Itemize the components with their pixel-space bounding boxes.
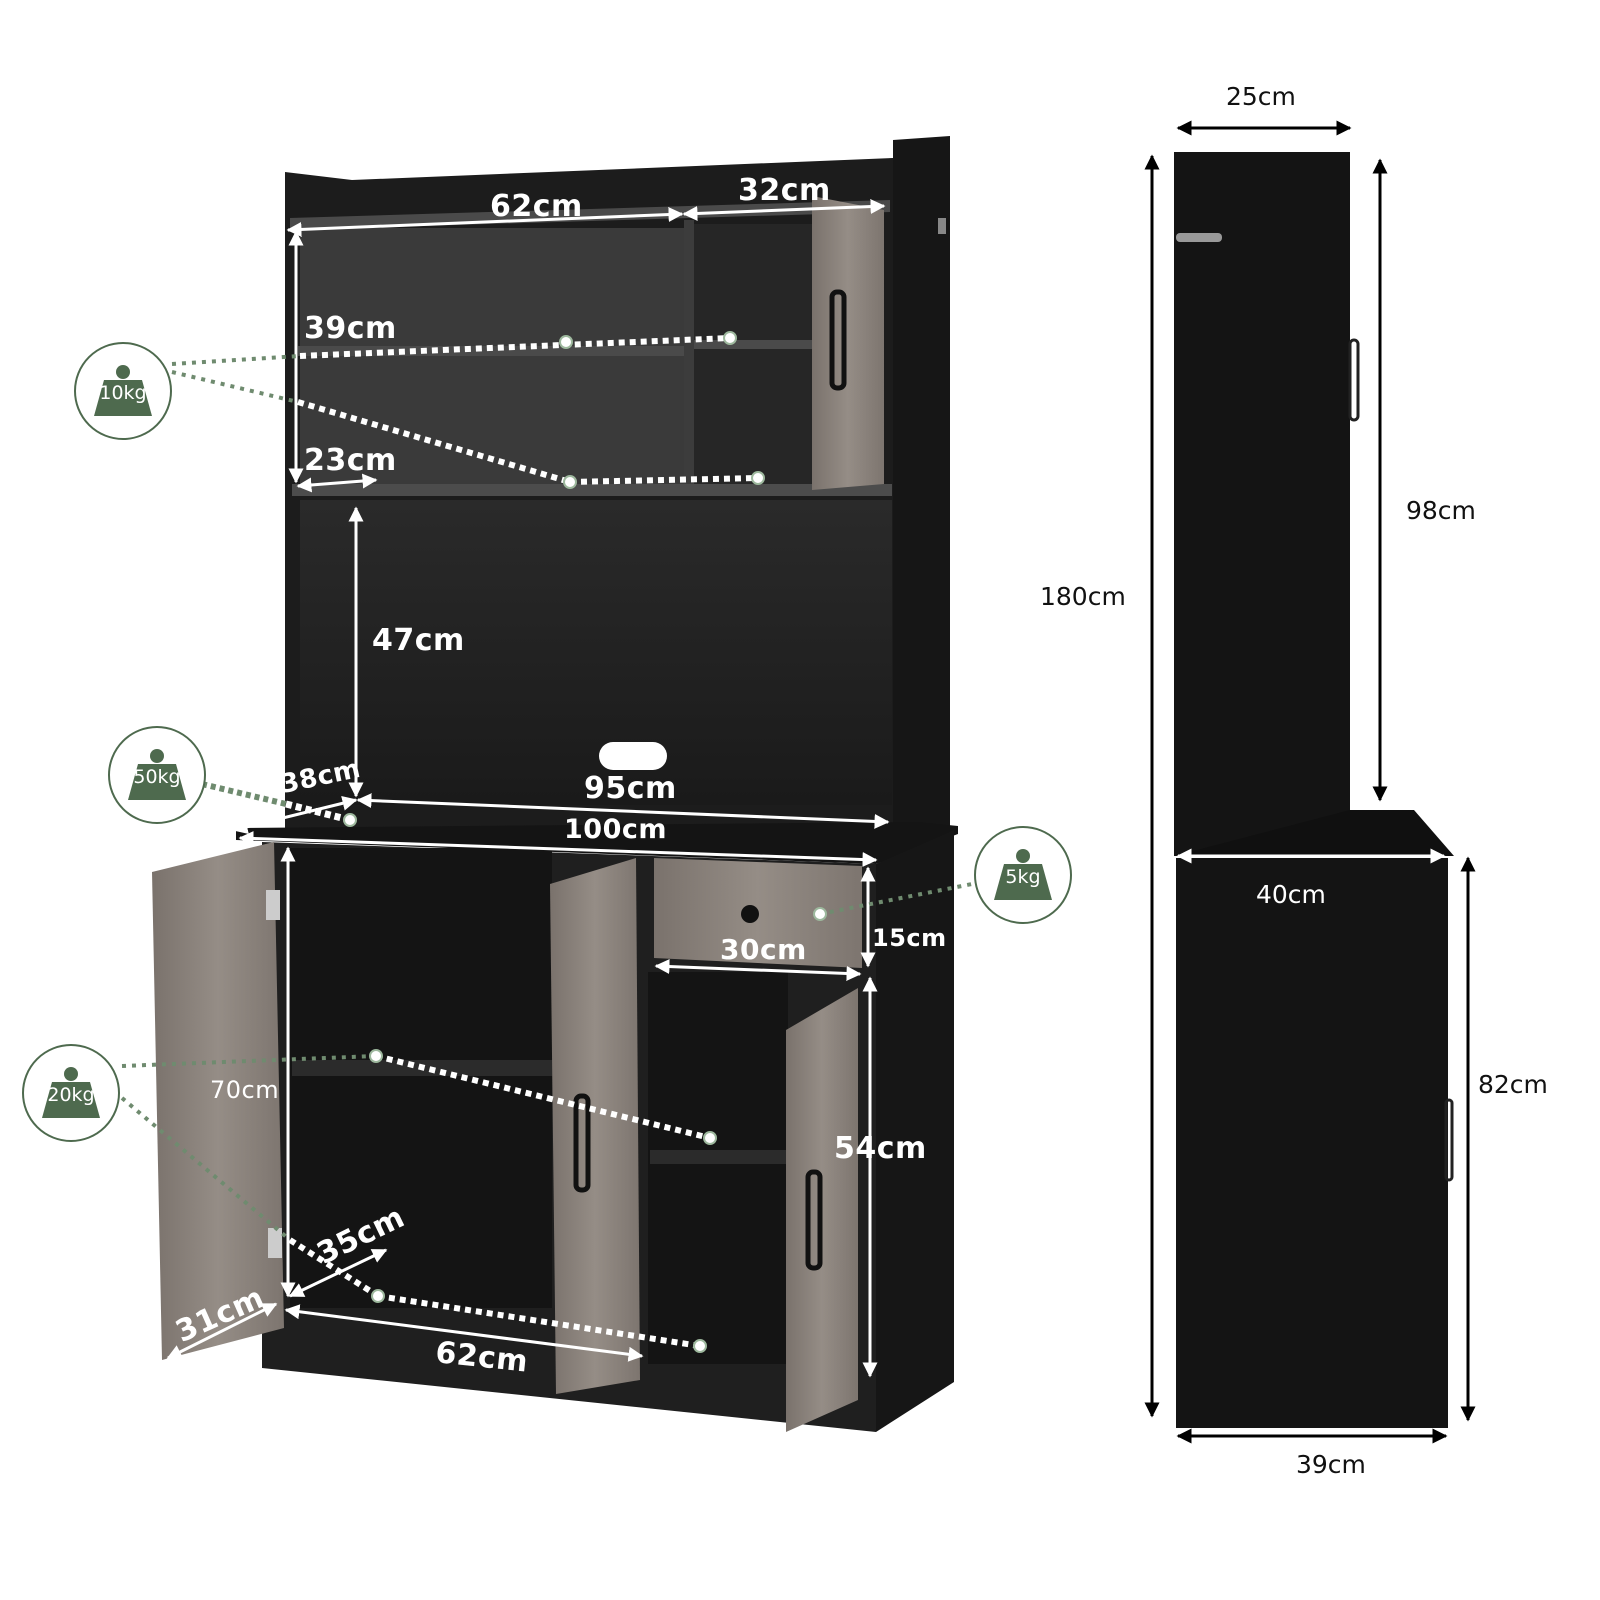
base-door-middle	[550, 858, 640, 1394]
callout-dot	[693, 1339, 707, 1353]
cable-hole	[599, 742, 667, 770]
callout-20kg-a	[121, 1054, 377, 1068]
front-dimension-lines	[166, 199, 890, 1378]
label-side-top-depth: 25cm	[1226, 82, 1296, 111]
load-badge-label: 10kg	[99, 382, 147, 404]
callout-dot	[343, 813, 357, 827]
load-badge-50kg: 50kg	[108, 726, 206, 824]
dim-30-h	[654, 959, 862, 981]
base-door-right-handle	[805, 1169, 823, 1271]
load-badge-label: 20kg	[47, 1084, 95, 1106]
front-cabinet	[152, 136, 958, 1432]
wall-hook	[938, 218, 946, 234]
door-hinge-top	[266, 890, 280, 920]
side-view	[1174, 152, 1454, 1428]
callout-dot	[723, 331, 737, 345]
label-counter-width: 95cm	[584, 771, 677, 806]
dim-32-top	[682, 199, 886, 221]
dim-95-h	[356, 793, 890, 829]
weight-icon	[94, 365, 152, 416]
label-shelf-height-upper: 39cm	[304, 311, 397, 346]
side-hutch-handle	[1348, 338, 1360, 422]
dim-62-bottom	[284, 1304, 644, 1362]
callout-dot	[813, 907, 827, 921]
side-base	[1176, 858, 1448, 1428]
callout-dot	[703, 1131, 717, 1145]
label-side-base-height: 82cm	[1478, 1070, 1548, 1099]
load-badge-label: 5kg	[1005, 866, 1041, 888]
hutch-back-upper	[300, 228, 686, 486]
side-counter-top	[1174, 810, 1454, 856]
door-hinge-bottom	[268, 1228, 282, 1258]
callout-20kg-b	[375, 1053, 711, 1141]
hutch-door	[812, 196, 884, 490]
callout-dot	[369, 1049, 383, 1063]
label-drawer-height: 15cm	[872, 924, 947, 952]
dim-23-h	[296, 473, 378, 493]
base-shelf-right	[650, 1150, 788, 1164]
hutch-shelf-bottom	[292, 484, 892, 496]
label-side-total-height: 180cm	[1040, 582, 1126, 611]
side-hook	[1176, 233, 1222, 242]
label-side-counter-depth: 40cm	[1256, 880, 1326, 909]
label-side-hutch-height: 98cm	[1406, 496, 1476, 525]
load-badge-5kg: 5kg	[974, 826, 1072, 924]
callout-10kg-b	[299, 335, 731, 359]
base-interior-right	[648, 972, 788, 1364]
base-interior-left	[290, 848, 552, 1308]
label-side-base-depth: 39cm	[1296, 1450, 1366, 1479]
hutch-divider	[684, 220, 694, 488]
hutch-back-upper-right	[694, 224, 812, 486]
weight-icon	[994, 849, 1052, 900]
callout-dot	[563, 475, 577, 489]
weight-icon	[128, 749, 186, 800]
dim-31-d	[166, 1302, 278, 1360]
callout-50kg-b	[285, 800, 351, 824]
hutch-right-side	[893, 136, 950, 842]
hutch-back-open	[300, 500, 892, 805]
label-hutch-width-right: 32cm	[738, 173, 831, 208]
load-badge-label: 50kg	[133, 766, 181, 788]
load-badge-10kg: 10kg	[74, 342, 172, 440]
drawer-knob	[741, 905, 759, 923]
callout-10kg-e	[569, 475, 759, 485]
label-top-width: 100cm	[564, 814, 667, 845]
label-left-cabinet-height: 70cm	[210, 1076, 280, 1104]
callout-20kg-c	[120, 1096, 292, 1242]
callout-10kg-c	[171, 370, 299, 404]
label-open-height: 47cm	[372, 623, 465, 658]
dim-100-h	[238, 830, 878, 868]
side-dimension-lines	[1144, 120, 1476, 1444]
callout-10kg-d	[297, 399, 571, 485]
callout-50kg-a	[201, 781, 287, 807]
hutch-shelf-right	[694, 340, 812, 349]
weight-icon	[42, 1067, 100, 1118]
side-base-handle	[1444, 1098, 1454, 1182]
base-door-left	[152, 842, 284, 1360]
load-badge-20kg: 20kg	[22, 1044, 120, 1142]
dim-62-top	[286, 207, 684, 237]
label-hutch-width-left: 62cm	[490, 189, 583, 224]
callout-10kg-a	[171, 354, 301, 366]
load-callouts	[120, 331, 973, 1353]
base-right-side	[876, 830, 954, 1432]
label-drawer-width: 30cm	[720, 933, 807, 966]
callout-dot	[559, 335, 573, 349]
label-right-cabinet-height: 54cm	[834, 1131, 927, 1166]
callout-dot	[371, 1289, 385, 1303]
label-shelf-depth: 23cm	[304, 443, 397, 478]
side-hutch	[1174, 152, 1350, 856]
hutch-door-handle	[829, 289, 847, 391]
base-door-middle-handle	[573, 1093, 591, 1193]
callout-dot	[751, 471, 765, 485]
dim-38-d	[232, 795, 358, 835]
